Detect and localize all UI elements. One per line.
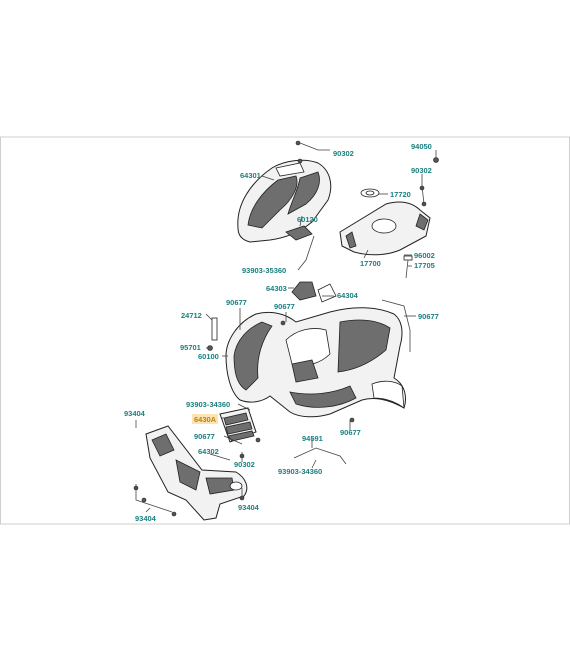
label-93404-left: 93404: [124, 409, 146, 418]
label-90677-lower: 90677: [194, 432, 215, 441]
label-90302-lower: 90302: [234, 460, 255, 469]
label-17720: 17720: [390, 190, 411, 199]
label-93903-34360-left: 93903-34360: [186, 400, 230, 409]
label-60120: 60120: [297, 215, 318, 224]
highlight-6430A: [192, 414, 218, 424]
label-17705: 17705: [414, 261, 435, 270]
part-60100-front-fender: [225, 307, 407, 418]
label-6430A: 6430A: [194, 415, 217, 424]
label-17700: 17700: [360, 259, 381, 268]
label-24712: 24712: [181, 311, 202, 320]
label-90302-right: 90302: [411, 166, 432, 175]
part-60120-bracket: [285, 225, 313, 241]
label-93903-34360-right: 93903-34360: [278, 467, 322, 476]
part-94591-bracket: [293, 447, 347, 465]
part-6430A-grille: [219, 407, 257, 443]
part-24712-bolt: [211, 317, 218, 341]
part-96002-clip: [403, 255, 413, 279]
part-17720-cap: [360, 188, 380, 198]
part-64301-seat-cover: [237, 158, 332, 243]
label-93404-bottom-left: 93404: [135, 514, 157, 523]
hardware-screws: [133, 140, 439, 517]
label-94050: 94050: [411, 142, 432, 151]
label-90677-upper-left: 90677: [226, 298, 247, 307]
label-94591: 94591: [302, 434, 323, 443]
part-17700-tank-cover: [339, 201, 431, 256]
label-60100: 60100: [198, 352, 219, 361]
label-90677-mid: 90677: [274, 302, 295, 311]
label-95701: 95701: [180, 343, 201, 352]
label-90677-bottom-right: 90677: [340, 428, 361, 437]
part-64303-cover: [291, 281, 317, 301]
label-90302-top: 90302: [333, 149, 354, 158]
leader-lines: [135, 142, 437, 513]
label-64301: 64301: [240, 171, 261, 180]
label-93404-bottom-mid: 93404: [238, 503, 260, 512]
part-64304-cover: [317, 283, 337, 303]
label-93903-35360: 93903-35360: [242, 266, 286, 275]
label-96002: 96002: [414, 251, 435, 260]
label-64302: 64302: [198, 447, 219, 456]
part-17705-strap: [381, 299, 411, 352]
label-64304: 64304: [337, 291, 359, 300]
label-64303: 64303: [266, 284, 287, 293]
label-90677-right: 90677: [418, 312, 439, 321]
part-labels: 90302 94050 90302 64301 17720 60120 9600…: [124, 142, 439, 523]
part-64302-front-cover: [145, 425, 248, 521]
part-95701-nut: [207, 345, 213, 351]
